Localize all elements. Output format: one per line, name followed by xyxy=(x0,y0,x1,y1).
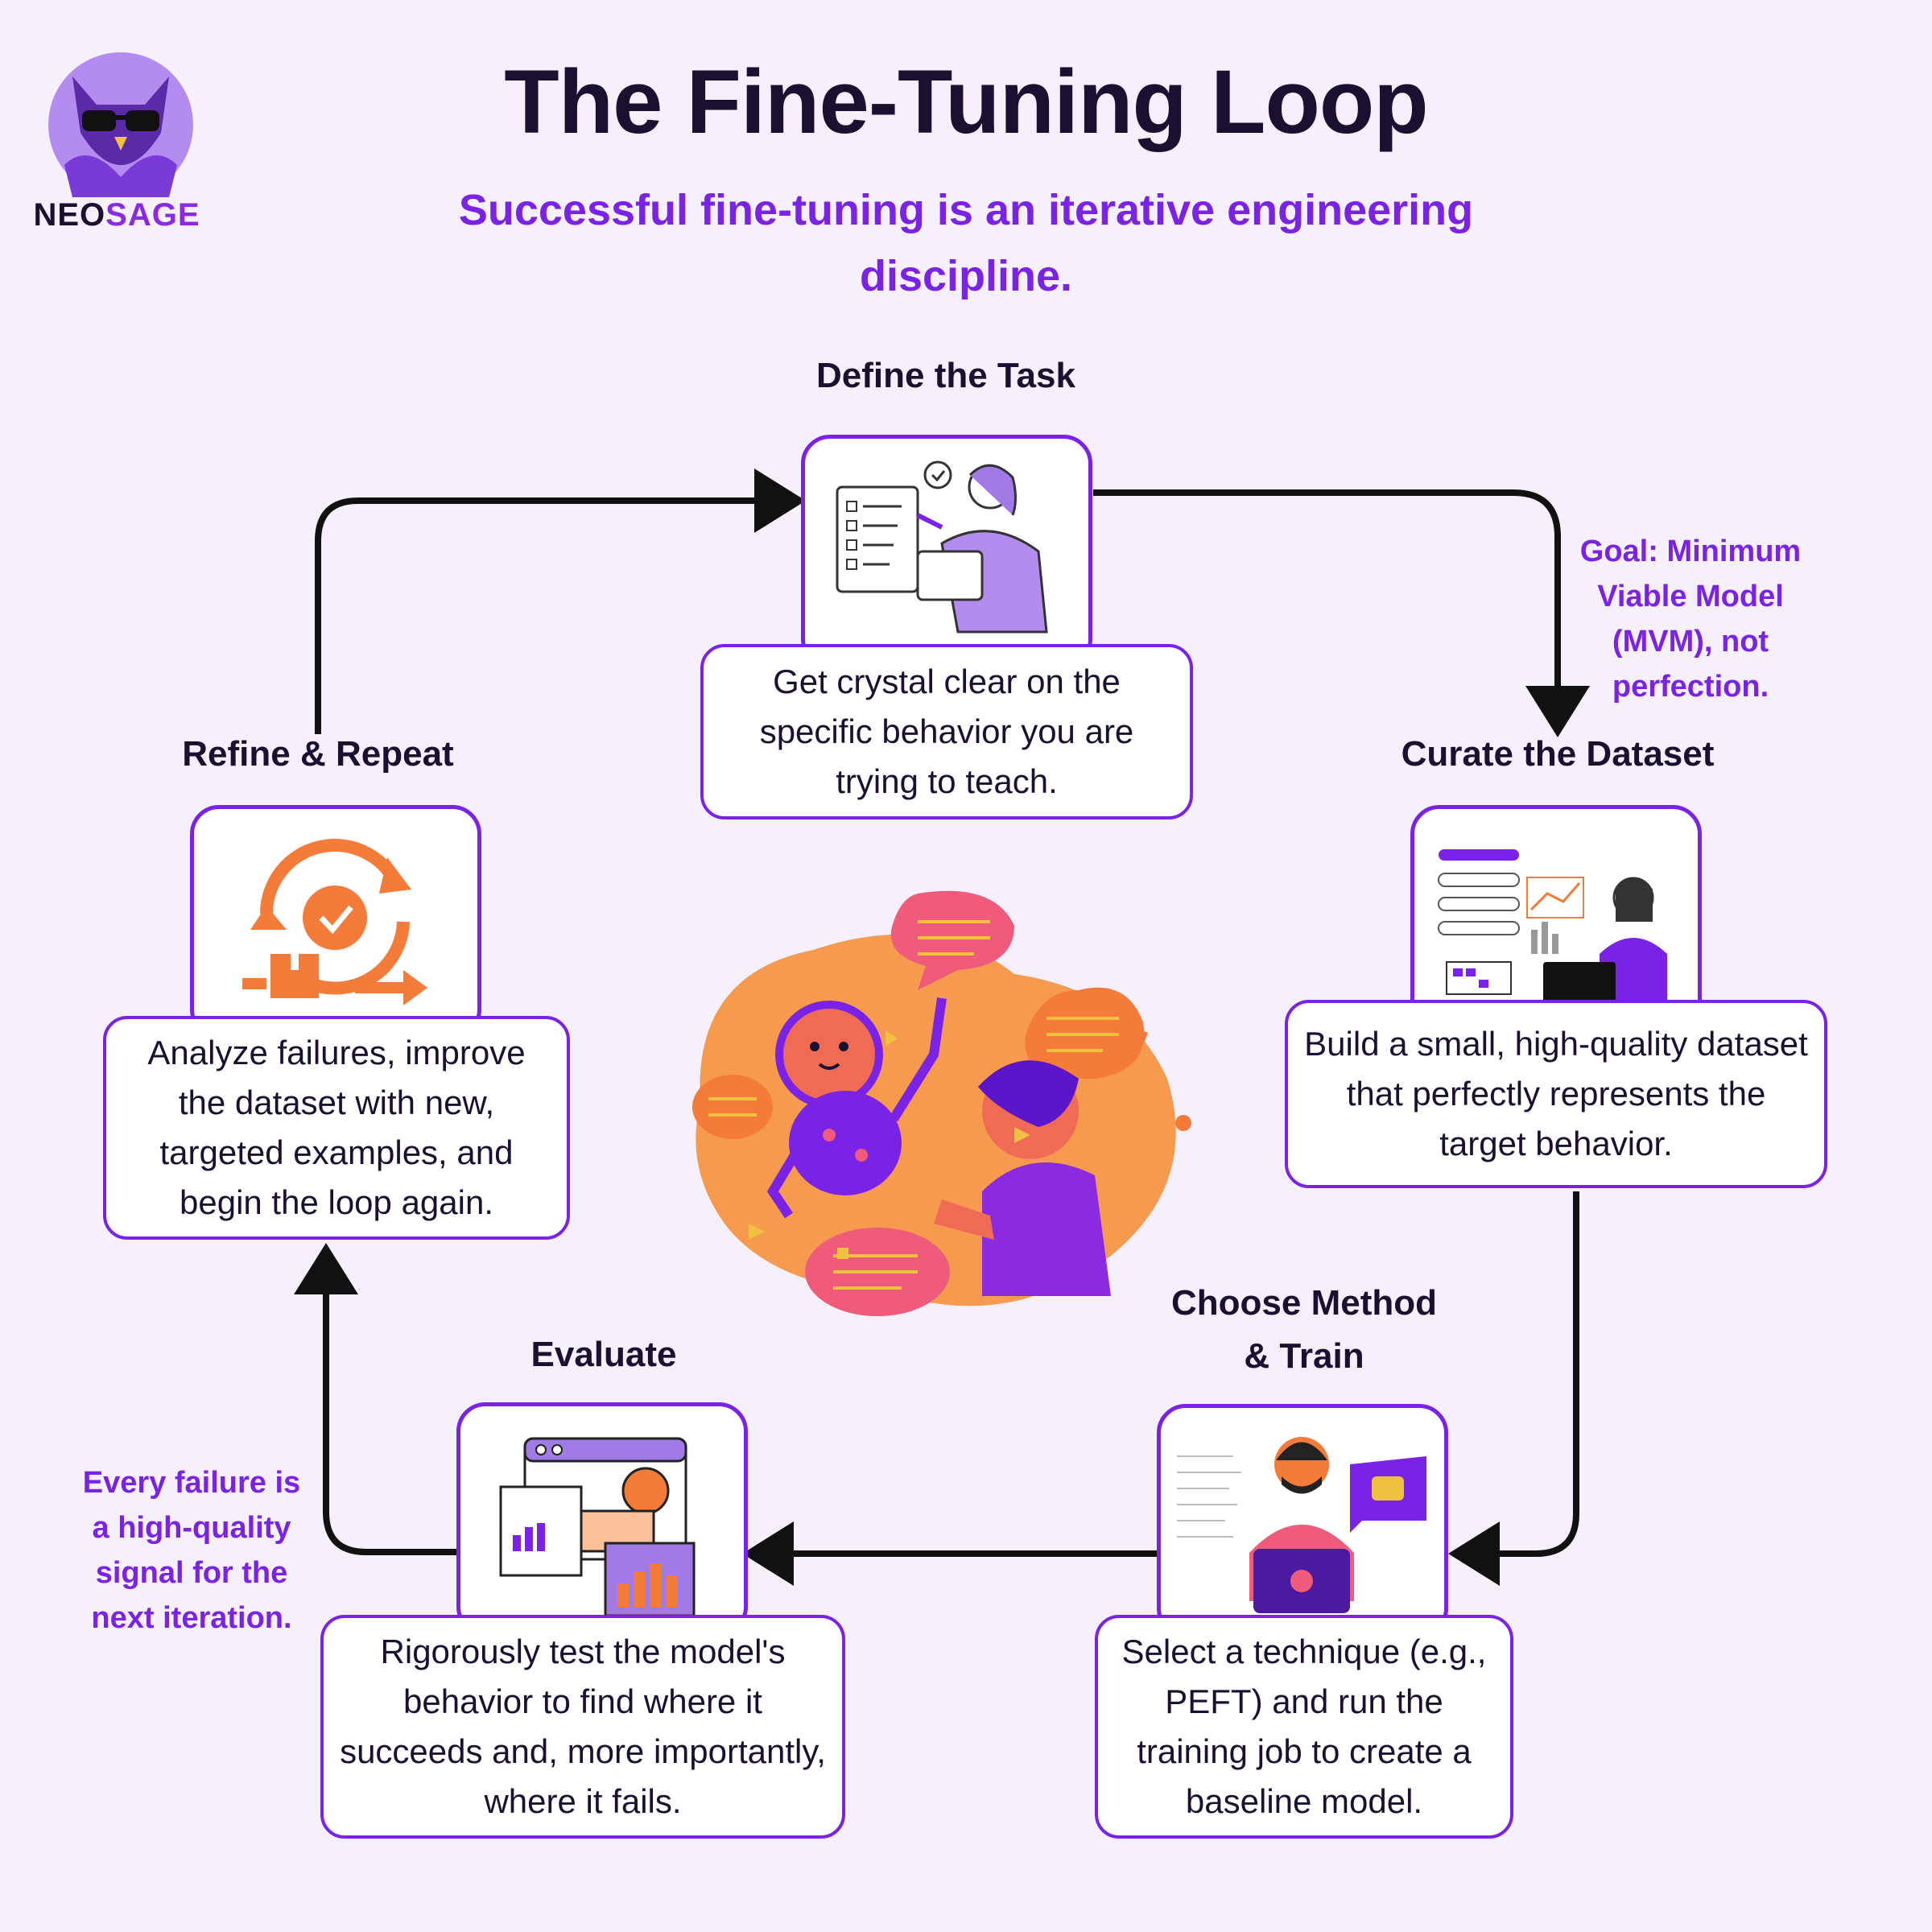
stage-desc-refine: Analyze failures, improve the dataset wi… xyxy=(103,1016,570,1240)
dashboard-charts-icon xyxy=(499,1437,696,1617)
stage-title-train-line1: Choose Method xyxy=(1171,1283,1437,1323)
logo xyxy=(40,44,201,237)
stage-title-refine: Refine & Repeat xyxy=(182,734,454,774)
stage-desc-define: Get crystal clear on the specific behavi… xyxy=(700,644,1193,819)
stage-title-curate: Curate the Dataset xyxy=(1401,734,1715,774)
data-analyst-icon xyxy=(1438,849,1667,1006)
page-subtitle: Successful fine-tuning is an iterative e… xyxy=(458,186,1474,300)
page-title: The Fine-Tuning Loop xyxy=(504,52,1428,152)
stage-card-define xyxy=(801,435,1092,668)
cycle-check-icon xyxy=(242,839,427,1005)
arrow-curate-to-train xyxy=(1448,1191,1579,1586)
arrow-refine-to-define xyxy=(315,469,806,734)
arrow-define-to-curate xyxy=(1093,489,1590,737)
stage-desc-evaluate: Rigorously test the model's behavior to … xyxy=(320,1615,845,1839)
stage-card-refine xyxy=(190,805,481,1038)
owl-with-sunglasses-icon xyxy=(48,52,193,197)
stage-card-train xyxy=(1157,1404,1448,1637)
logo-text: NEOSAGE xyxy=(33,197,200,233)
stage-title-train: Choose Method & Train xyxy=(1095,1277,1513,1383)
arrow-evaluate-to-refine xyxy=(294,1243,457,1555)
stage-card-evaluate xyxy=(456,1402,748,1636)
stage-title-evaluate: Evaluate xyxy=(530,1335,677,1374)
robot-and-human-conversation-icon xyxy=(692,890,1191,1316)
stage-desc-curate: Build a small, high-quality dataset that… xyxy=(1285,1000,1827,1188)
stage-desc-train: Select a technique (e.g., PEFT) and run … xyxy=(1095,1615,1513,1839)
failure-note: Every failure is a high-quality signal f… xyxy=(82,1466,301,1635)
engineer-laptop-icon xyxy=(1177,1437,1426,1613)
stage-title-define: Define the Task xyxy=(816,356,1075,395)
stage-title-train-line2: & Train xyxy=(1244,1336,1364,1376)
stage-card-curate xyxy=(1410,805,1702,1038)
checklist-person-icon xyxy=(836,460,1048,634)
goal-note: Goal: Minimum Viable Model (MVM), not pe… xyxy=(1579,535,1802,704)
